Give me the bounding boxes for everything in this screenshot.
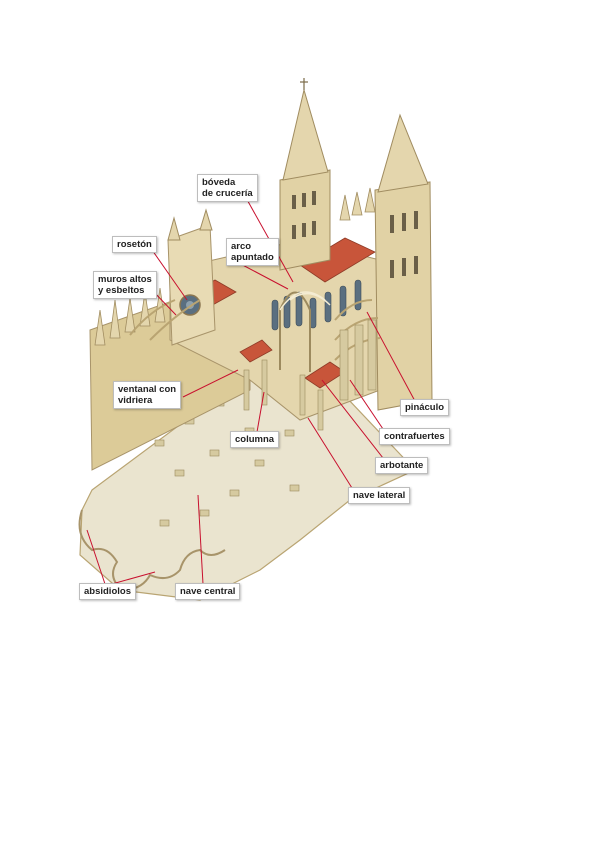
right-pinnacles <box>339 187 376 221</box>
label-pinaculo: pináculo <box>400 399 450 416</box>
label-ventanal-con-vidriera: ventanal con vidriera <box>113 381 182 409</box>
label-arco-line-1: arco <box>231 241 252 252</box>
label-ventanal-line-2: vidriera <box>118 395 153 406</box>
interior-columns <box>243 359 324 431</box>
label-pinaculo-text: pináculo <box>405 402 445 413</box>
label-contrafuertes: contrafuertes <box>379 428 450 445</box>
label-arbotante: arbotante <box>375 457 429 474</box>
label-arbotante-text: arbotante <box>380 460 424 471</box>
label-absidiolos-text: absidiolos <box>84 586 131 597</box>
label-boveda-line-1: bóveda <box>202 177 236 188</box>
leader-roseton <box>149 246 188 301</box>
label-nave-central-text: nave central <box>180 586 236 597</box>
leader-pinaculo <box>366 311 417 404</box>
label-roseton: rosetón <box>112 236 157 253</box>
leader-columna <box>256 391 265 433</box>
facade-spire-right <box>199 208 213 231</box>
leader-arbotante <box>321 379 384 459</box>
facade-spire-left <box>167 216 181 241</box>
leader-absidiolos-1 <box>86 529 106 585</box>
column-bases <box>154 399 300 527</box>
buttresses <box>339 319 377 401</box>
label-nave-lateral-text: nave lateral <box>353 490 406 501</box>
leader-absidiolos-2 <box>111 571 156 585</box>
label-columna: columna <box>230 431 280 448</box>
vault-ribs <box>279 291 331 311</box>
label-nave-lateral: nave lateral <box>348 487 411 504</box>
leader-ventanal <box>182 369 239 398</box>
label-arco-line-2: apuntado <box>231 252 274 263</box>
leader-arco <box>236 261 289 290</box>
label-boveda-line-2: de crucería <box>202 188 253 199</box>
label-ventanal-line-1: ventanal con <box>118 384 177 395</box>
tower-windows <box>292 191 316 239</box>
right-tower-windows <box>390 211 418 278</box>
label-columna-text: columna <box>235 434 275 445</box>
leader-nave-central <box>197 494 204 585</box>
label-contrafuertes-text: contrafuertes <box>384 431 445 442</box>
label-muros-altos: muros altos y esbeltos <box>93 271 157 299</box>
label-muros-line-2: y esbeltos <box>98 285 145 296</box>
leader-lines <box>86 195 417 585</box>
leader-contrafuertes <box>349 379 384 430</box>
aisle-roof <box>239 339 273 363</box>
leader-nave-lateral <box>307 417 353 489</box>
label-arco-apuntado: arco apuntado <box>226 238 279 266</box>
west-facade <box>167 224 216 346</box>
label-muros-line-1: muros altos <box>98 274 152 285</box>
label-roseton-text: rosetón <box>117 239 152 250</box>
label-boveda-de-cruceria: bóveda de crucería <box>197 174 258 202</box>
label-absidiolos: absidiolos <box>79 583 136 600</box>
apse-chapels <box>78 509 226 592</box>
right-spire <box>377 113 429 193</box>
central-tower <box>279 169 331 271</box>
label-nave-central: nave central <box>175 583 241 600</box>
central-spire <box>282 88 329 181</box>
